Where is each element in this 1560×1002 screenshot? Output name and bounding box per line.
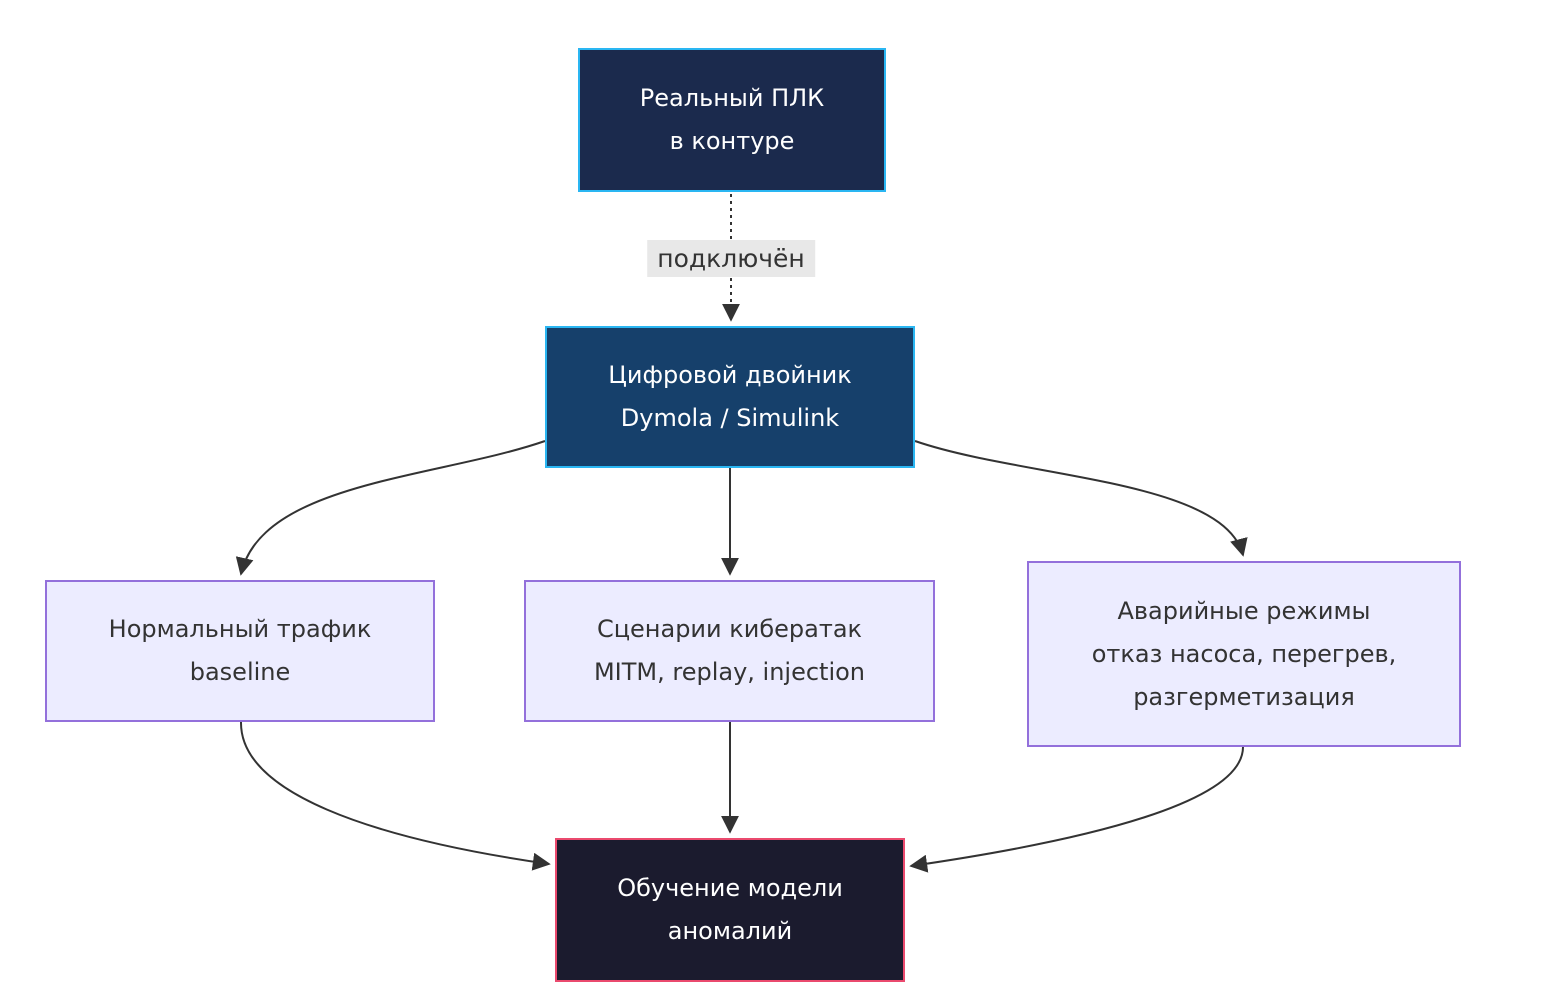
node-digital-twin: Цифровой двойник Dymola / Simulink [545, 326, 915, 468]
node-anomaly-model-training-line1: Обучение модели [617, 874, 843, 902]
node-anomaly-model-training-line2: аномалий [667, 917, 793, 945]
edge-label-connected: подключён [647, 240, 815, 277]
node-emergency-modes-line2: отказ насоса, перегрев, [1091, 639, 1397, 668]
node-normal-traffic-line1: Нормальный трафик [108, 615, 372, 643]
node-cyberattack-scenarios: Сценарии кибератак MITM, replay, injecti… [524, 580, 935, 722]
node-anomaly-model-training: Обучение модели аномалий [555, 838, 905, 982]
node-emergency-modes-line1: Аварийные режимы [1117, 596, 1371, 625]
edge-emergency-training [909, 746, 1244, 873]
edge-twin-baseline [235, 440, 546, 576]
node-cyberattack-scenarios-line2: MITM, replay, injection [593, 658, 866, 686]
node-real-plc-line2: в контуре [669, 127, 795, 155]
node-real-plc-line1: Реальный ПЛК [639, 84, 825, 112]
edge-twin-emergency [914, 440, 1248, 557]
node-digital-twin-line1: Цифровой двойник [608, 361, 852, 389]
node-normal-traffic: Нормальный трафик baseline [45, 580, 435, 722]
node-emergency-modes: Аварийные режимы отказ насоса, перегрев,… [1027, 561, 1461, 747]
node-normal-traffic-line2: baseline [189, 658, 291, 686]
node-cyberattack-scenarios-line1: Сценарии кибератак [596, 615, 863, 643]
edge-baseline-training [239, 721, 551, 871]
node-real-plc: Реальный ПЛК в контуре [578, 48, 886, 192]
node-digital-twin-line2: Dymola / Simulink [620, 404, 840, 432]
node-emergency-modes-line3: разгерметизация [1133, 682, 1355, 711]
